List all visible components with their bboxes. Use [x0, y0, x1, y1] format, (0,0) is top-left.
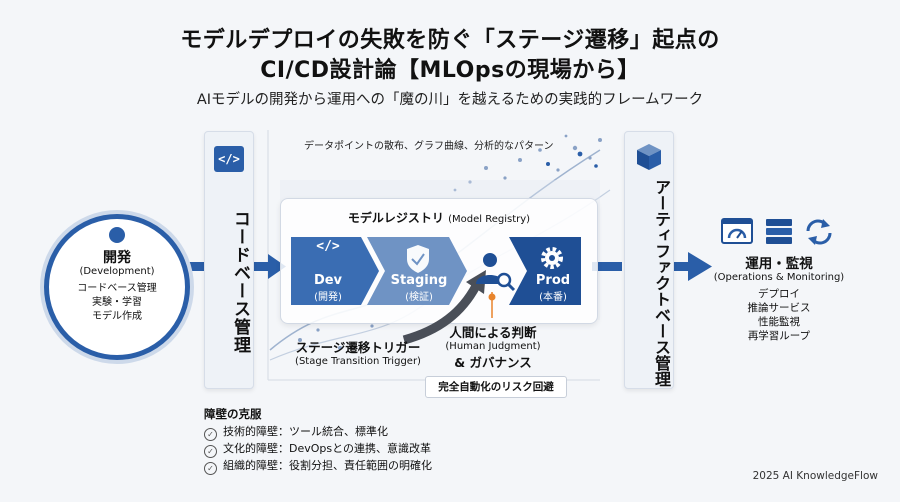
- registry-stages: [291, 237, 581, 305]
- barrier-item: ✓ 技術的障壁：ツール統合、標準化: [204, 423, 388, 441]
- development-title: 開発: [103, 250, 131, 266]
- stage-staging-sub: (検証): [405, 292, 433, 303]
- arrow-registry-to-artifact: [592, 262, 622, 271]
- artifact-base-label: アーティファクトベース管理: [652, 179, 671, 387]
- stage-staging-name: Staging: [390, 273, 448, 288]
- transition-arrow: [402, 283, 480, 345]
- trigger-title: ステージ遷移トリガー: [295, 340, 421, 355]
- development-item: 実験・学習: [92, 297, 142, 308]
- user-search-icon: [476, 253, 516, 292]
- refresh-icon: [806, 219, 832, 245]
- barriers-title: 障壁の克服: [204, 407, 262, 421]
- stage-dev: Dev (開発): [293, 273, 363, 303]
- page-subtitle: AIモデルの開発から運用への「魔の川」を越えるための実践的フレームワーク: [196, 92, 704, 108]
- operations-item: 再学習ループ: [747, 330, 811, 342]
- check-circle-icon: ✓: [204, 445, 217, 458]
- barrier-item: ✓ 組織的障壁：役割分担、責任範囲の明確化: [204, 457, 432, 475]
- footer-credit: 2025 AI KnowledgeFlow: [752, 470, 878, 482]
- code-icon: </>: [316, 239, 340, 254]
- code-base-label: コードベース管理: [230, 210, 250, 354]
- registry-title: モデルレジストリ (Model Registry): [281, 209, 597, 226]
- development-icon: [109, 227, 125, 243]
- check-circle-icon: ✓: [204, 462, 217, 475]
- chart-caption: データポイントの散布、グラフ曲線、分析的なパターン: [304, 141, 554, 152]
- stage-transition-trigger: ステージ遷移トリガー (Stage Transition Trigger): [288, 337, 428, 367]
- page-title-line1: モデルデプロイの失敗を防ぐ「ステージ遷移」起点の: [180, 28, 720, 53]
- judgment-dot: [488, 293, 496, 301]
- code-base-panel: </> コードベース管理: [204, 131, 254, 389]
- stage-dev-sub: (開発): [314, 292, 342, 303]
- development-node: 開発 (Development) コードベース管理 実験・学習 モデル作成: [44, 214, 190, 360]
- governance-label: & ガバナンス: [454, 355, 532, 370]
- server-icon: [766, 219, 792, 244]
- chart-scatter-highlight: [546, 151, 598, 168]
- stage-prod-name: Prod: [535, 273, 571, 288]
- human-judgment-title: 人間による判断: [449, 325, 537, 340]
- barrier-item-text: 組織的障壁：役割分担、責任範囲の明確化: [223, 459, 432, 472]
- stage-prod-chevron: [509, 237, 581, 305]
- operations-item: デプロイ: [758, 288, 800, 300]
- stage-prod: Prod (本番): [521, 273, 585, 303]
- page-title-line2: CI/CD設計論【MLOpsの現場から】: [260, 58, 640, 83]
- artifact-base-panel: アーティファクトベース管理: [624, 131, 674, 389]
- stage-dev-name: Dev: [313, 273, 343, 288]
- development-item: モデル作成: [92, 311, 142, 322]
- operations-items: デプロイ 推論サービス 性能監視 再学習ループ: [704, 287, 854, 343]
- trigger-title-en: (Stage Transition Trigger): [295, 356, 421, 367]
- stage-dev-chevron: [291, 237, 379, 305]
- registry-title-ja: モデルレジストリ: [347, 211, 444, 225]
- stage-staging: Staging (検証): [377, 273, 461, 303]
- chart-scatter-points: [298, 134, 602, 350]
- check-circle-icon: ✓: [204, 428, 217, 441]
- development-item: コードベース管理: [77, 283, 157, 294]
- barrier-item-text: 文化的障壁：DevOpsとの連携、意識改革: [223, 442, 432, 455]
- operations-title: 運用・監視: [745, 256, 813, 272]
- barrier-item-text: 技術的障壁：ツール統合、標準化: [223, 425, 388, 438]
- barrier-item: ✓ 文化的障壁：DevOpsとの連携、意識改革: [204, 440, 432, 458]
- registry-title-en: (Model Registry): [448, 214, 531, 225]
- code-icon: </>: [214, 146, 244, 172]
- arrow-artifact-to-ops: [670, 262, 692, 271]
- operations-subtitle: (Operations & Monitoring): [713, 272, 845, 283]
- gear-icon: [541, 247, 563, 269]
- stage-prod-sub: (本番): [539, 292, 567, 303]
- shield-check-icon: [407, 245, 429, 273]
- package-icon: [637, 144, 661, 170]
- human-judgment-block: 人間による判断 (Human Judgment) & ガバナンス: [440, 322, 546, 371]
- operations-icons: [721, 218, 832, 245]
- development-items: コードベース管理 実験・学習 モデル作成: [49, 282, 185, 324]
- gauge-icon: [721, 218, 753, 244]
- human-judgment-title-en: (Human Judgment): [445, 341, 541, 352]
- model-registry: モデルレジストリ (Model Registry) </> Dev (開発) S…: [280, 198, 598, 324]
- development-subtitle: (Development): [79, 266, 155, 277]
- risk-avoidance-note: 完全自動化のリスク回避: [425, 376, 567, 398]
- operations-item: 性能監視: [758, 316, 800, 328]
- operations-item: 推論サービス: [747, 302, 811, 314]
- operations-block: 運用・監視 (Operations & Monitoring) デプロイ 推論サ…: [704, 252, 854, 343]
